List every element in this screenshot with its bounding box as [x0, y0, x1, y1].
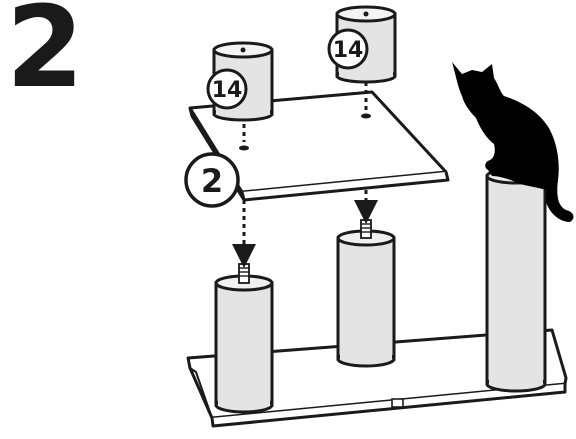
callout-14-left: 14 — [206, 68, 248, 110]
callout-14-right: 14 — [327, 28, 369, 70]
threaded-bolt-icon — [360, 219, 372, 239]
callout-2-platform: 2 — [184, 152, 240, 208]
threaded-bolt-icon — [238, 263, 250, 284]
callout-label: 14 — [333, 38, 364, 63]
platform-hole-icon — [361, 113, 371, 119]
base-board — [186, 328, 568, 428]
callout-label: 14 — [212, 78, 243, 103]
short-post-front — [214, 263, 274, 414]
platform-hole-icon — [239, 145, 249, 151]
callout-label: 2 — [201, 162, 223, 200]
platform-board — [188, 90, 450, 202]
cat-silhouette-icon — [452, 62, 574, 222]
tall-post — [485, 167, 547, 393]
base-slot-icon — [391, 398, 404, 408]
step-number: 2 — [6, 0, 84, 113]
short-post-back — [336, 219, 396, 368]
